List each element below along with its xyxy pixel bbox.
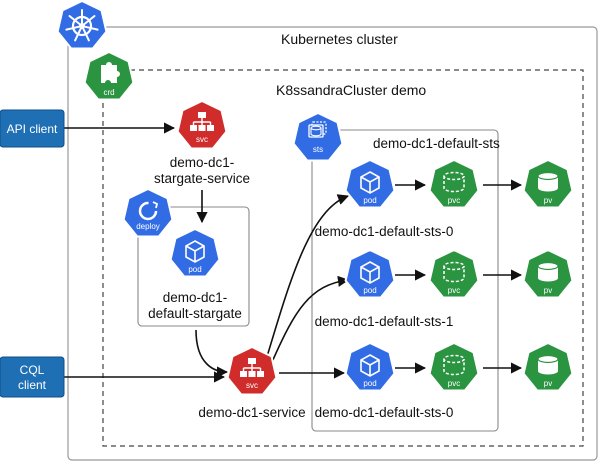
sts-pod-name-1: demo-dc1-default-sts-1	[315, 314, 454, 329]
arrow-service-to-pod-0	[265, 194, 350, 361]
stargate-pod-name-line2: default-stargate	[148, 306, 242, 321]
cql-client-box[interactable]: CQL client	[0, 356, 65, 398]
api-client-label: API client	[7, 122, 58, 136]
pvc-icon-label: pvc	[448, 286, 460, 295]
arrow-service-to-pod-1	[271, 275, 350, 363]
pod-icon-sts-1[interactable]: pod	[344, 248, 396, 299]
deployment-frame	[137, 206, 250, 327]
pod-icon-label: pod	[363, 286, 376, 295]
crd-icon-label: crd	[103, 88, 114, 97]
statefulset-frame	[311, 129, 499, 432]
pod-icon-sts-0[interactable]: pod	[344, 158, 396, 209]
statefulset-icon-label: sts	[313, 145, 323, 154]
pvc-icon-sts-0[interactable]: pvc	[428, 158, 480, 209]
sts-pod-name-2: demo-dc1-default-sts-0	[315, 405, 454, 420]
kubernetes-cluster-frame	[67, 26, 598, 461]
stargate-service-name-line1: demo-dc1-	[170, 155, 235, 170]
stargate-service-icon[interactable]: svc	[176, 99, 228, 150]
pvc-icon-sts-1[interactable]: pvc	[428, 248, 480, 299]
cql-client-label-line1: CQL	[20, 363, 45, 377]
statefulset-icon: sts	[292, 111, 344, 162]
cql-client-label-line2: client	[18, 378, 47, 392]
deployment-icon: deploy	[122, 187, 174, 238]
pvc-icon-label: pvc	[448, 379, 460, 388]
k8ssandracluster-title: K8ssandraCluster demo	[276, 82, 426, 98]
pv-icon-sts-1[interactable]: pv	[522, 248, 574, 299]
service-name: demo-dc1-service	[198, 405, 305, 420]
pvc-icon-label: pvc	[448, 196, 460, 205]
stargate-pod-icon[interactable]: pod	[169, 227, 221, 278]
stargate-service-name-line2: stargate-service	[154, 171, 250, 186]
connectors	[63, 122, 523, 383]
service-icon-label: svc	[246, 381, 258, 390]
pv-icon-sts-0[interactable]: pv	[522, 158, 574, 209]
pod-icon-label: pod	[363, 196, 376, 205]
pv-icon-label: pv	[544, 286, 552, 295]
pv-icon-sts-2[interactable]: pv	[522, 341, 574, 392]
stargate-pod-name-line1: demo-dc1-	[163, 290, 228, 305]
pod-icon-sts-2[interactable]: pod	[344, 341, 396, 392]
stargate-pod-icon-label: pod	[188, 265, 201, 274]
kubernetes-logo-icon	[56, 0, 108, 50]
k8ssandracluster-frame	[102, 69, 584, 447]
statefulset-title: demo-dc1-default-sts	[373, 136, 500, 151]
pvc-icon-sts-2[interactable]: pvc	[428, 341, 480, 392]
pod-icon-label: pod	[363, 379, 376, 388]
crd-icon: crd	[83, 50, 135, 101]
pv-icon-label: pv	[544, 379, 552, 388]
service-icon[interactable]: svc	[226, 345, 278, 396]
kubernetes-cluster-title: Kubernetes cluster	[281, 31, 398, 47]
pv-icon-label: pv	[544, 196, 552, 205]
sts-pod-name-0: demo-dc1-default-sts-0	[315, 224, 454, 239]
stargate-service-icon-label: svc	[196, 135, 208, 144]
deployment-icon-label: deploy	[136, 222, 160, 231]
api-client-box[interactable]: API client	[0, 109, 65, 148]
arrow-stargate-pod-to-service	[195, 329, 229, 378]
